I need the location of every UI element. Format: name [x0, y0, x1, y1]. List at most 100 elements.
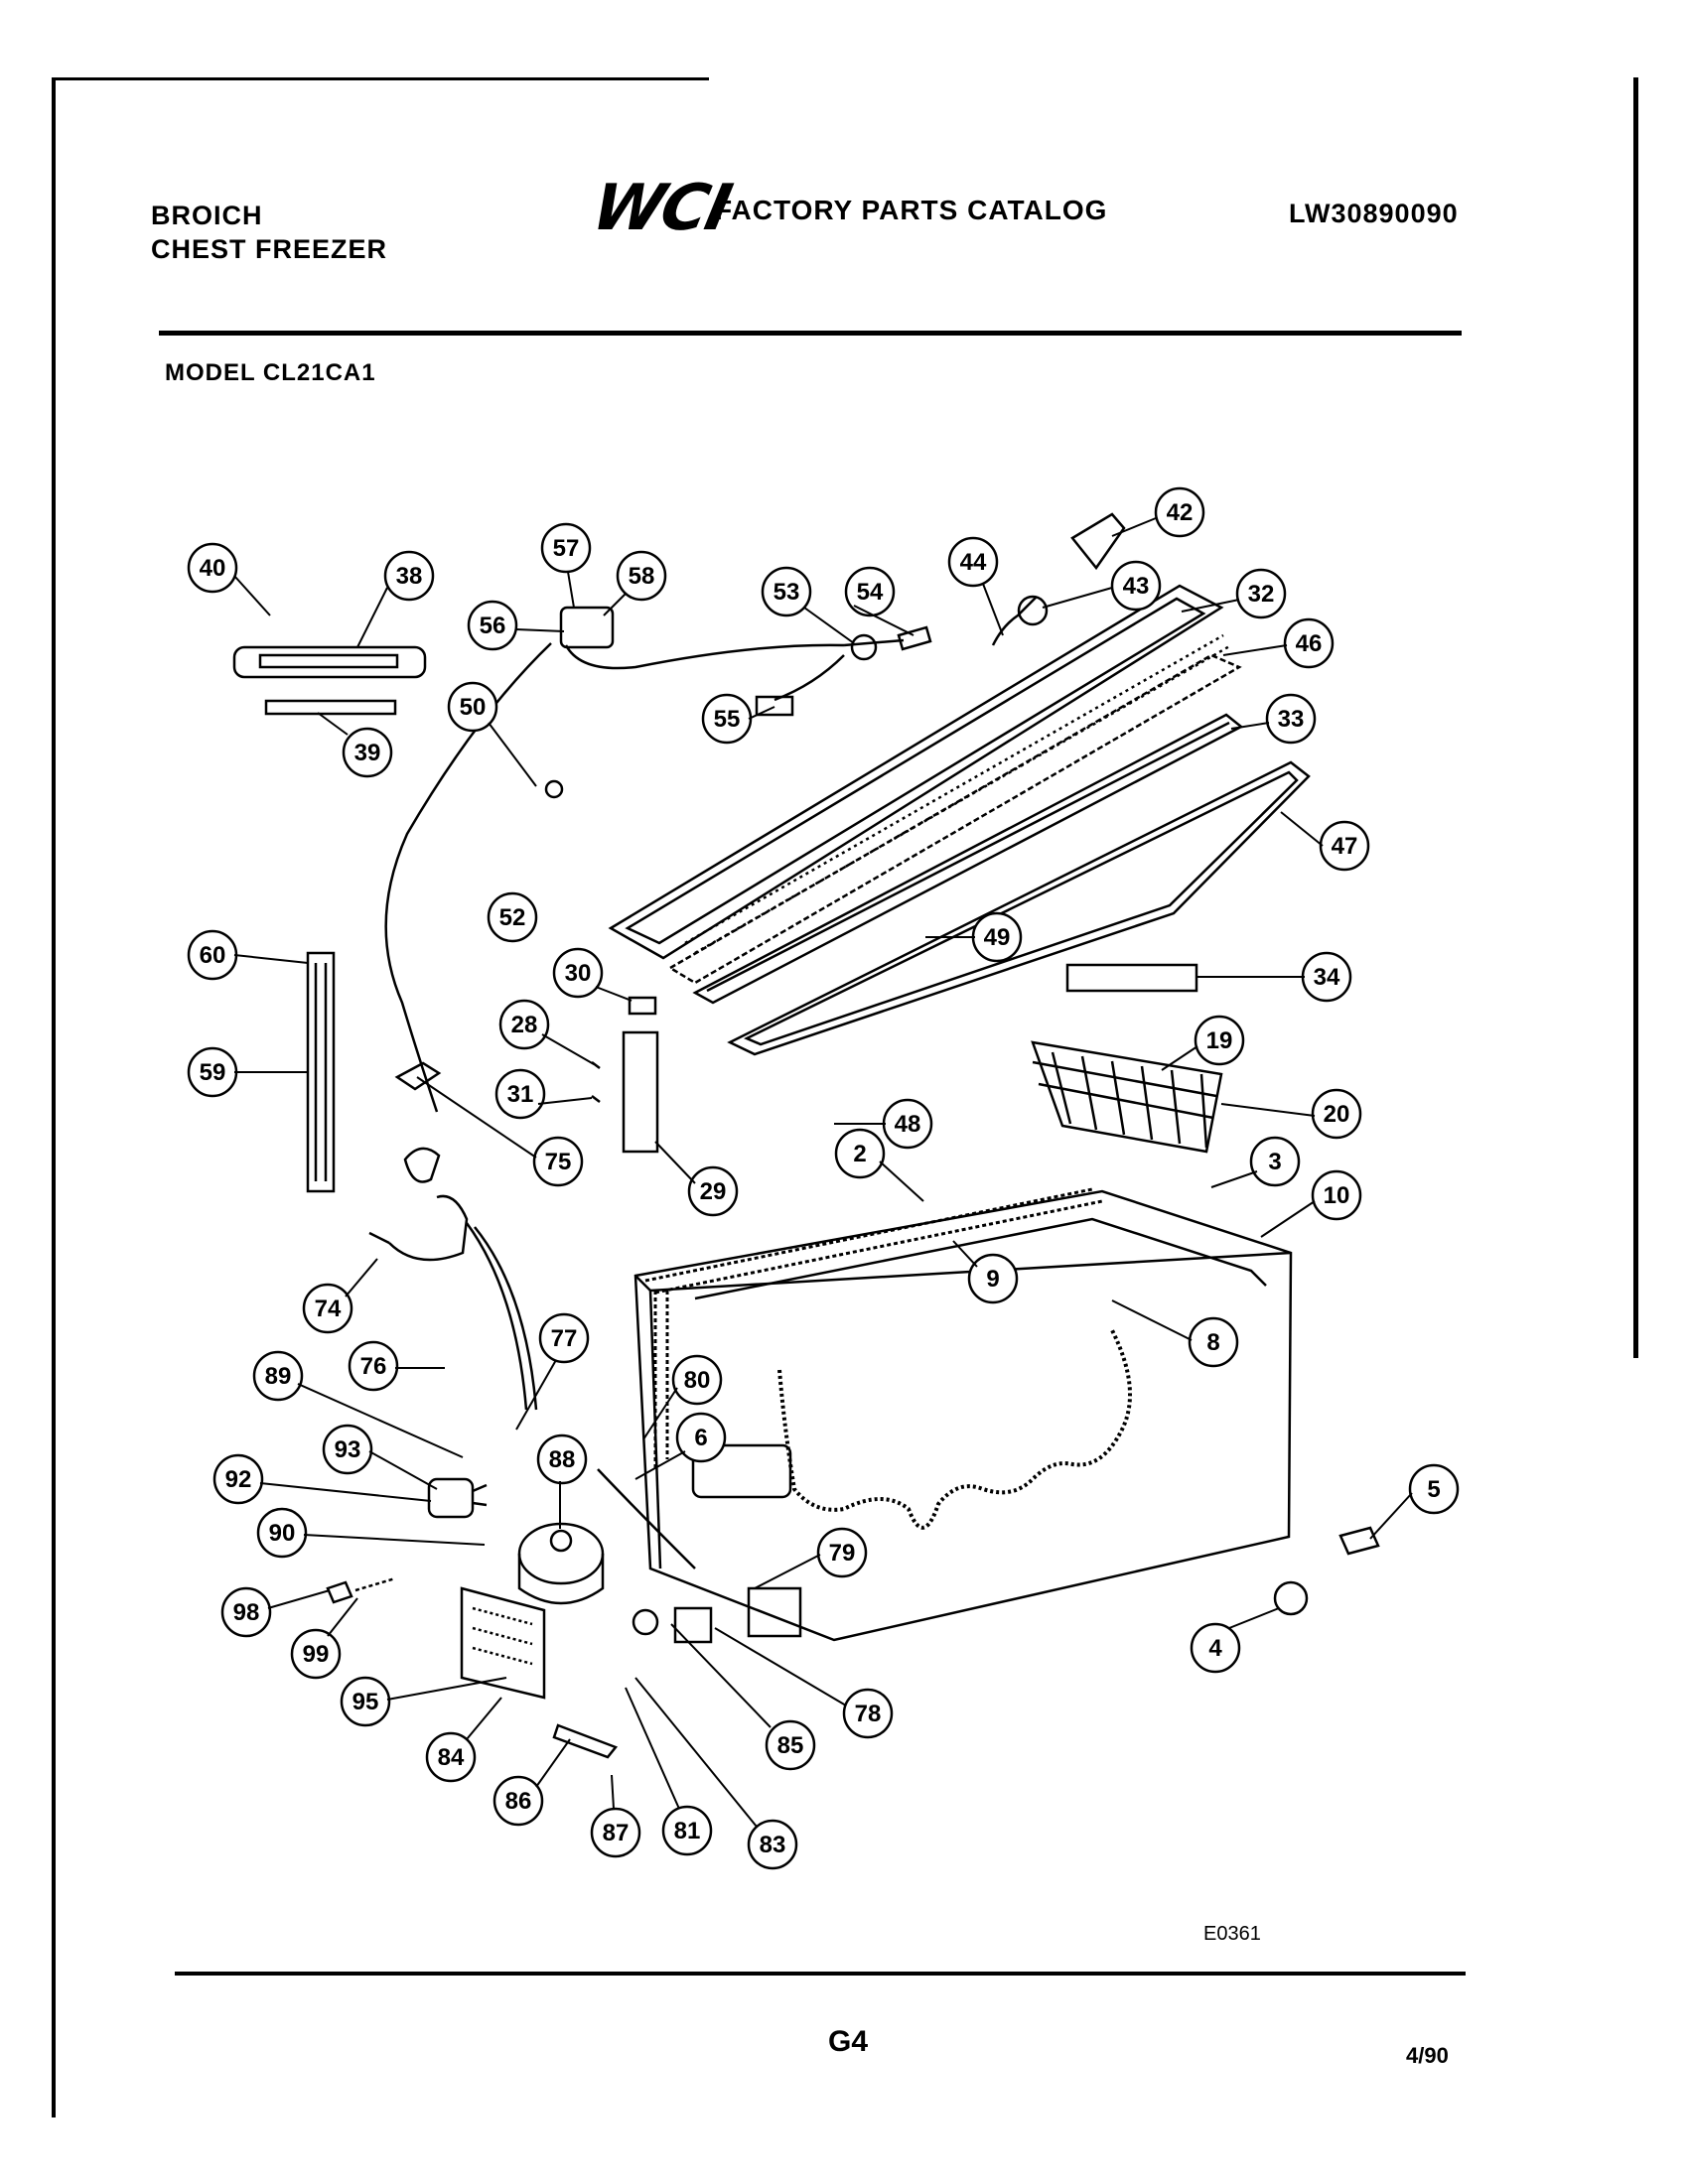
svg-text:29: 29	[700, 1178, 727, 1205]
callout-10: 10	[1311, 1169, 1362, 1221]
svg-text:4: 4	[1208, 1635, 1222, 1662]
svg-text:20: 20	[1324, 1101, 1350, 1128]
model-number: MODEL CL21CA1	[165, 359, 376, 386]
svg-text:10: 10	[1324, 1182, 1350, 1209]
callout-89: 89	[252, 1350, 304, 1402]
callout-labels: 40 38 39 57 58 56 53 54 55 44 43 42 32 4…	[187, 486, 1460, 1870]
callout-99: 99	[290, 1628, 342, 1680]
catalog-title: FACTORY PARTS CATALOG	[715, 195, 1108, 225]
svg-text:53: 53	[774, 579, 800, 606]
callout-87: 87	[590, 1807, 641, 1858]
callout-42: 42	[1154, 486, 1205, 538]
callout-33: 33	[1265, 693, 1317, 745]
svg-text:38: 38	[396, 563, 423, 590]
callout-47: 47	[1319, 820, 1370, 872]
callout-54: 54	[844, 566, 896, 617]
callout-46: 46	[1283, 617, 1335, 669]
callout-58: 58	[616, 550, 667, 602]
callout-52: 52	[487, 891, 538, 943]
svg-text:57: 57	[553, 535, 580, 562]
svg-text:55: 55	[714, 706, 741, 733]
callout-39: 39	[342, 727, 393, 778]
page-number: G4	[828, 2025, 869, 2058]
figure-code: E0361	[1203, 1923, 1261, 1945]
callout-32: 32	[1235, 568, 1287, 619]
svg-text:32: 32	[1248, 581, 1275, 608]
svg-text:83: 83	[760, 1832, 786, 1858]
callout-8: 8	[1188, 1316, 1239, 1368]
svg-text:80: 80	[684, 1367, 711, 1394]
leader-lines	[233, 517, 1413, 1828]
footer-rule	[175, 1972, 1466, 1976]
svg-text:75: 75	[545, 1149, 572, 1175]
svg-text:43: 43	[1123, 573, 1150, 600]
catalog-number: LW30890090	[1289, 199, 1459, 228]
svg-text:49: 49	[984, 924, 1011, 951]
callout-43: 43	[1110, 560, 1162, 612]
svg-text:87: 87	[603, 1820, 630, 1846]
svg-text:92: 92	[225, 1466, 252, 1493]
callout-78: 78	[842, 1688, 894, 1739]
svg-text:85: 85	[777, 1732, 804, 1759]
callout-81: 81	[661, 1805, 713, 1856]
callout-19: 19	[1194, 1015, 1245, 1066]
callout-56: 56	[467, 600, 518, 651]
callout-90: 90	[256, 1507, 308, 1559]
callout-53: 53	[761, 566, 812, 617]
callout-30: 30	[552, 947, 604, 999]
svg-text:84: 84	[438, 1744, 465, 1771]
svg-text:9: 9	[986, 1266, 999, 1293]
callout-84: 84	[425, 1731, 477, 1783]
catalog-date: 4/90	[1406, 2043, 1449, 2068]
callout-5: 5	[1408, 1463, 1460, 1515]
callout-92: 92	[212, 1453, 264, 1505]
svg-text:90: 90	[269, 1520, 296, 1547]
svg-text:33: 33	[1278, 706, 1305, 733]
callout-9: 9	[967, 1253, 1019, 1304]
brand-name: BROICH CHEST FREEZER	[151, 199, 387, 266]
callout-20: 20	[1311, 1088, 1362, 1140]
svg-text:39: 39	[354, 740, 381, 766]
svg-text:59: 59	[200, 1059, 226, 1086]
svg-text:74: 74	[315, 1296, 342, 1322]
callout-79: 79	[816, 1527, 868, 1578]
callout-77: 77	[538, 1312, 590, 1364]
svg-text:54: 54	[857, 579, 884, 606]
svg-text:48: 48	[895, 1111, 921, 1138]
diagram-artwork	[232, 512, 1380, 1759]
svg-text:34: 34	[1314, 964, 1340, 991]
callout-50: 50	[447, 681, 498, 733]
callout-28: 28	[498, 999, 550, 1050]
svg-text:88: 88	[549, 1446, 576, 1473]
callout-29: 29	[687, 1165, 739, 1217]
left-border	[52, 77, 56, 2117]
callout-76: 76	[348, 1340, 399, 1392]
svg-text:44: 44	[960, 549, 987, 576]
svg-text:58: 58	[629, 563, 655, 590]
svg-text:31: 31	[507, 1081, 534, 1108]
brand-line1: BROICH	[151, 201, 263, 230]
svg-text:77: 77	[551, 1325, 578, 1352]
callout-83: 83	[747, 1819, 798, 1870]
svg-text:30: 30	[565, 960, 592, 987]
svg-text:89: 89	[265, 1363, 292, 1390]
callout-59: 59	[187, 1046, 238, 1098]
callout-3: 3	[1249, 1136, 1301, 1187]
svg-text:19: 19	[1206, 1027, 1233, 1054]
callout-95: 95	[340, 1676, 391, 1727]
callout-74: 74	[302, 1283, 353, 1334]
svg-text:2: 2	[853, 1141, 866, 1167]
top-border	[52, 77, 709, 80]
svg-text:40: 40	[200, 555, 226, 582]
svg-text:28: 28	[511, 1012, 538, 1038]
callout-98: 98	[220, 1586, 272, 1638]
svg-text:56: 56	[480, 613, 506, 639]
svg-text:95: 95	[352, 1689, 379, 1715]
svg-text:46: 46	[1296, 630, 1323, 657]
callout-40: 40	[187, 542, 238, 594]
svg-text:52: 52	[499, 904, 526, 931]
brand-line2: CHEST FREEZER	[151, 234, 388, 264]
callout-49: 49	[971, 911, 1023, 963]
callout-57: 57	[540, 522, 592, 574]
svg-text:8: 8	[1206, 1329, 1219, 1356]
